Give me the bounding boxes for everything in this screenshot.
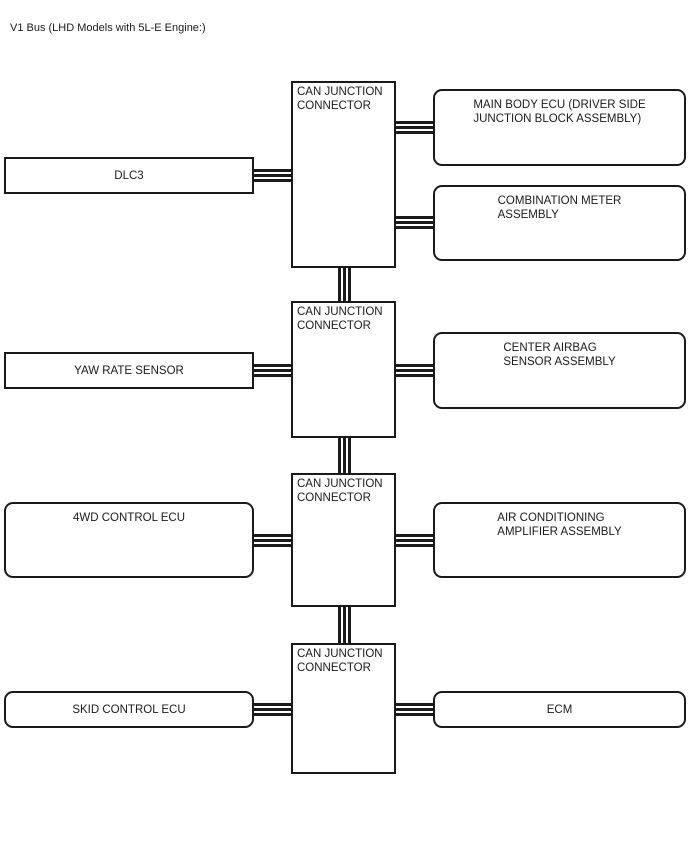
center-airbag-sensor-label-line1: CENTER AIRBAG [503, 342, 597, 354]
junction-connector-box-2: CAN JUNCTION CONNECTOR [291, 301, 396, 438]
yaw-rate-sensor-box: YAW RATE SENSOR [4, 352, 254, 389]
junction-connector-box-1: CAN JUNCTION CONNECTOR [291, 81, 396, 268]
ac-amplifier-label-line1: AIR CONDITIONING [497, 512, 605, 524]
ac-amplifier-label-line2: AMPLIFIER ASSEMBLY [497, 526, 622, 538]
ecm-label: ECM [546, 703, 573, 716]
combination-meter-label-line2: ASSEMBLY [497, 209, 559, 221]
bus-junction1-combination-meter [394, 216, 435, 229]
bus-junction3-junction4 [338, 606, 351, 645]
center-airbag-sensor-label: CENTER AIRBAG SENSOR ASSEMBLY [503, 341, 615, 369]
4wd-control-ecu-box: 4WD CONTROL ECU [4, 502, 254, 578]
junction-connector-box-4: CAN JUNCTION CONNECTOR [291, 643, 396, 774]
dlc3-label: DLC3 [114, 169, 144, 182]
junction-connector-1-label-line1: CAN JUNCTION [297, 86, 383, 98]
bus-junction2-junction3 [338, 436, 351, 475]
junction-connector-2-label-line2: CONNECTOR [297, 320, 371, 332]
junction-connector-1-label-line2: CONNECTOR [297, 100, 371, 112]
yaw-rate-sensor-label: YAW RATE SENSOR [74, 364, 184, 377]
bus-skid-control-ecu-junction4 [251, 703, 293, 716]
bus-junction1-main-body-ecu [394, 121, 435, 134]
combination-meter-label: COMBINATION METER ASSEMBLY [498, 194, 622, 222]
main-body-ecu-label-line1: MAIN BODY ECU (DRIVER SIDE [473, 99, 646, 111]
ac-amplifier-box: AIR CONDITIONING AMPLIFIER ASSEMBLY [433, 502, 686, 578]
main-body-ecu-label: MAIN BODY ECU (DRIVER SIDE JUNCTION BLOC… [473, 98, 645, 126]
main-body-ecu-label-line2: JUNCTION BLOCK ASSEMBLY) [473, 113, 642, 125]
ac-amplifier-label: AIR CONDITIONING AMPLIFIER ASSEMBLY [497, 511, 621, 539]
bus-junction3-ac-amplifier [394, 534, 435, 547]
junction-connector-2-label-line1: CAN JUNCTION [297, 306, 383, 318]
diagram-title: V1 Bus (LHD Models with 5L-E Engine:) [10, 22, 206, 34]
dlc3-box: DLC3 [4, 157, 254, 194]
junction-connector-3-label-line1: CAN JUNCTION [297, 478, 383, 490]
combination-meter-box: COMBINATION METER ASSEMBLY [433, 185, 686, 261]
center-airbag-sensor-label-line2: SENSOR ASSEMBLY [503, 356, 616, 368]
combination-meter-label-line1: COMBINATION METER [497, 195, 622, 207]
bus-junction2-center-airbag [394, 364, 435, 377]
junction-connector-4-label-line1: CAN JUNCTION [297, 648, 383, 660]
bus-junction4-ecm [394, 703, 435, 716]
ecm-box: ECM [433, 691, 686, 728]
4wd-control-ecu-label: 4WD CONTROL ECU [72, 512, 186, 524]
bus-yaw-rate-sensor-junction2 [251, 364, 293, 377]
junction-connector-4-label-line2: CONNECTOR [297, 662, 371, 674]
junction-connector-box-3: CAN JUNCTION CONNECTOR [291, 473, 396, 607]
bus-dlc3-junction1 [251, 169, 293, 182]
center-airbag-sensor-box: CENTER AIRBAG SENSOR ASSEMBLY [433, 332, 686, 409]
skid-control-ecu-label: SKID CONTROL ECU [72, 703, 186, 716]
skid-control-ecu-box: SKID CONTROL ECU [4, 691, 254, 728]
junction-connector-3-label-line2: CONNECTOR [297, 492, 371, 504]
bus-4wd-control-ecu-junction3 [251, 534, 293, 547]
main-body-ecu-box: MAIN BODY ECU (DRIVER SIDE JUNCTION BLOC… [433, 89, 686, 166]
bus-junction1-junction2 [338, 266, 351, 303]
